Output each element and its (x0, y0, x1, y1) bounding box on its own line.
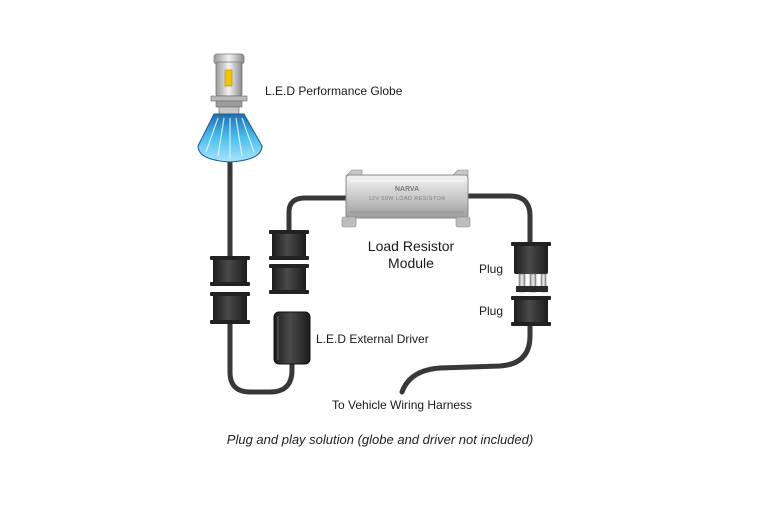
label-driver: L.E.D External Driver (316, 332, 429, 346)
cables (227, 157, 533, 395)
led-globe (197, 53, 263, 163)
resistor-brand: NARVA (395, 186, 419, 193)
label-resistor-line2: Module (388, 255, 434, 271)
cable-bottom-loop (227, 319, 295, 395)
label-resistor-line1: Load Resistor (367, 238, 455, 254)
caption: Plug and play solution (globe and driver… (226, 432, 534, 447)
label-plug-top: Plug (479, 262, 504, 276)
label-harness: To Vehicle Wiring Harness (332, 398, 473, 412)
connector-stack-middle (269, 230, 309, 294)
load-resistor: NARVA 12V 50W LOAD RESISTOR (341, 169, 471, 228)
led-chip-icon (224, 69, 233, 87)
label-globe: L.E.D Performance Globe (265, 84, 403, 98)
cable-resistor-to-plug (465, 193, 533, 249)
led-driver (273, 311, 311, 365)
plug-bottom (511, 296, 551, 326)
resistor-spec: 12V 50W LOAD RESISTOR (368, 196, 445, 202)
label-plug-bottom: Plug (479, 304, 504, 318)
cable-harness (399, 323, 533, 395)
plug-top (511, 242, 551, 293)
label-resistor: Load Resistor Module (366, 238, 456, 272)
cable-to-resistor (286, 195, 351, 235)
connector-stack-left (210, 256, 250, 324)
